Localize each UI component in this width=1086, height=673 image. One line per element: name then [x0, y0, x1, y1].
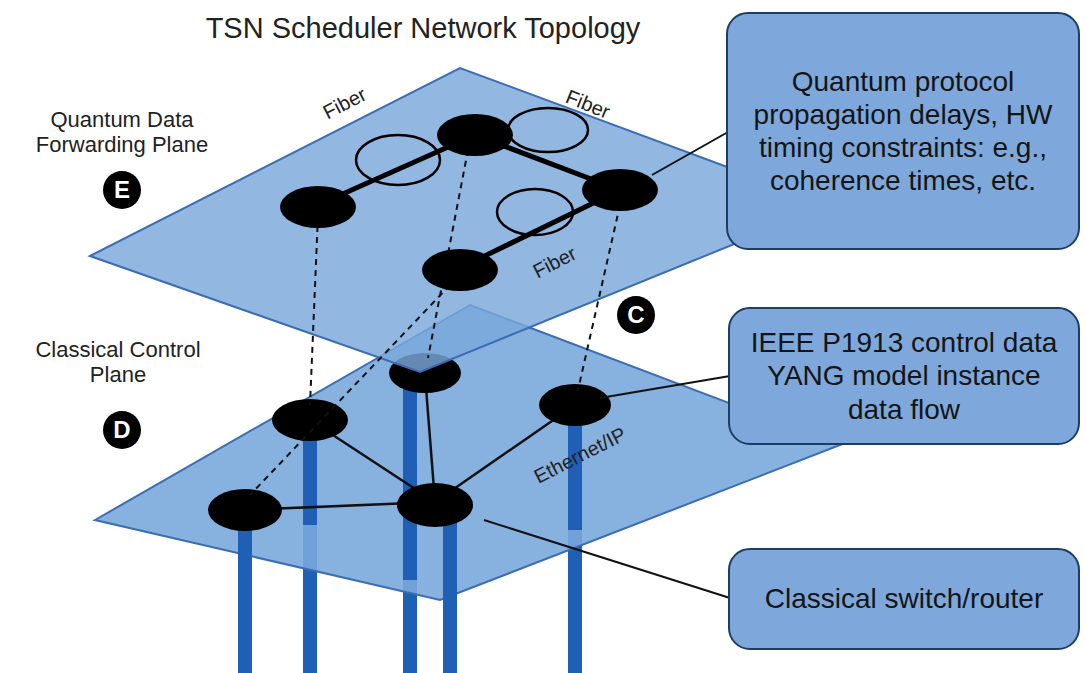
- plane-name: Classical Control Plane: [23, 337, 213, 388]
- callout-letter: C: [627, 301, 644, 329]
- callout-text: Classical switch/router: [765, 582, 1044, 615]
- callout-text: IEEE P1913 control data YANG model insta…: [740, 326, 1068, 425]
- plane-links: [250, 150, 620, 495]
- callout-letter: D: [113, 416, 130, 444]
- plane-name: Quantum Data Forwarding Plane: [7, 107, 237, 158]
- callout-letter: E: [114, 176, 130, 204]
- quantum-nodes: [280, 114, 658, 291]
- leader-lines: [484, 132, 730, 598]
- callout-circles: [103, 171, 655, 449]
- callout-box: Quantum protocol propagation delays, HW …: [726, 12, 1080, 250]
- callout-box: Classical switch/router: [728, 548, 1080, 650]
- callout-box: IEEE P1913 control data YANG model insta…: [728, 307, 1080, 445]
- callout-text: Quantum protocol propagation delays, HW …: [738, 65, 1068, 197]
- classical-switches: [208, 353, 611, 531]
- quantum-plane: [90, 68, 830, 372]
- diagram-title: TSN Scheduler Network Topology: [206, 12, 641, 45]
